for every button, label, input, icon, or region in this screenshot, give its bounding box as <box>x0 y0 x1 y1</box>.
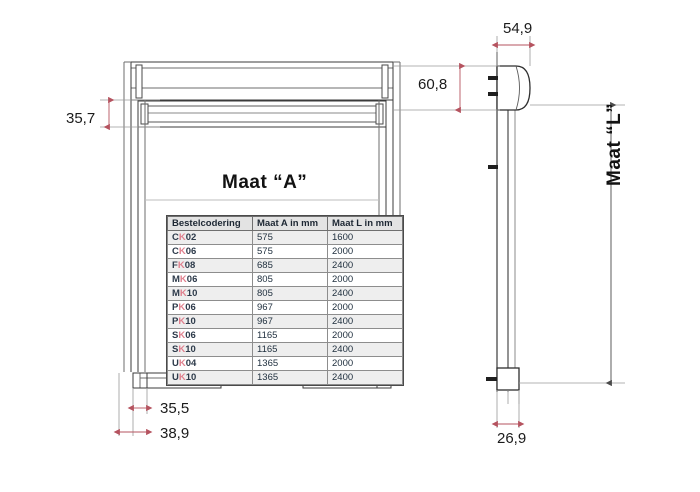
top-cassette <box>130 61 394 101</box>
dimension-label-base-outer: 38,9 <box>160 425 190 442</box>
cell-maat-l: 2000 <box>327 356 403 371</box>
cell-maat-a: 805 <box>252 272 328 287</box>
spec-table-head: Bestelcodering Maat A in mm Maat L in mm <box>167 216 403 231</box>
cell-bestelcodering: MK06 <box>167 272 253 287</box>
roller-bar <box>137 100 387 128</box>
cell-bestelcodering: FK08 <box>167 258 253 273</box>
cell-maat-a: 967 <box>252 314 328 329</box>
dimension-lines <box>100 36 625 436</box>
cell-bestelcodering: PK06 <box>167 300 253 315</box>
side-profile-view <box>486 52 531 404</box>
column-header-maat-a: Maat A in mm <box>252 216 328 231</box>
cell-maat-a: 685 <box>252 258 328 273</box>
cell-maat-a: 575 <box>252 244 328 259</box>
dimension-label-foot-depth: 26,9 <box>497 430 527 447</box>
dimension-label-height-head: 60,8 <box>418 76 448 93</box>
dimension-label-base-inner: 35,5 <box>160 400 190 417</box>
cell-maat-a: 1365 <box>252 356 328 371</box>
cell-bestelcodering: CK02 <box>167 230 253 245</box>
left-guide-column <box>123 61 146 372</box>
cell-maat-l: 2000 <box>327 244 403 259</box>
cell-maat-a: 575 <box>252 230 328 245</box>
cell-maat-l: 2000 <box>327 328 403 343</box>
dim-60-8 <box>393 62 500 114</box>
cell-bestelcodering: CK06 <box>167 244 253 259</box>
cell-maat-a: 1165 <box>252 328 328 343</box>
cell-maat-l: 2400 <box>327 258 403 273</box>
dim-54-9 <box>491 36 536 66</box>
cell-maat-l: 1600 <box>327 230 403 245</box>
table-header-row: Bestelcodering Maat A in mm Maat L in mm <box>167 216 403 231</box>
cell-maat-a: 967 <box>252 300 328 315</box>
spec-table: Bestelcodering Maat A in mm Maat L in mm… <box>167 216 403 385</box>
dim-26-9 <box>491 390 525 428</box>
label-maat-a: Maat “A” <box>222 172 308 193</box>
cell-maat-l: 2400 <box>327 286 403 301</box>
cell-maat-l: 2400 <box>327 314 403 329</box>
dimension-label-height-rail: 35,7 <box>66 110 96 127</box>
cell-bestelcodering: UK04 <box>167 356 253 371</box>
dim-35-7 <box>100 96 160 131</box>
cell-maat-l: 2000 <box>327 300 403 315</box>
dim-35-5 <box>127 388 153 436</box>
cell-bestelcodering: SK06 <box>167 328 253 343</box>
column-header-maat-l: Maat L in mm <box>327 216 403 231</box>
cell-maat-a: 1365 <box>252 370 328 385</box>
cell-bestelcodering: MK10 <box>167 286 253 301</box>
cell-maat-l: 2400 <box>327 342 403 357</box>
cell-maat-a: 805 <box>252 286 328 301</box>
cell-bestelcodering: UK10 <box>167 370 253 385</box>
dim-38-9 <box>113 373 153 436</box>
cell-maat-a: 1165 <box>252 342 328 357</box>
cell-maat-l: 2000 <box>327 272 403 287</box>
column-header-bestelcodering: Bestelcodering <box>167 216 253 231</box>
cell-bestelcodering: PK10 <box>167 314 253 329</box>
dim-maat-l <box>519 101 625 387</box>
cell-bestelcodering: SK10 <box>167 342 253 357</box>
cell-maat-l: 2400 <box>327 370 403 385</box>
dimension-label-width-profile: 54,9 <box>503 20 533 37</box>
label-maat-l: Maat “L” <box>604 102 625 186</box>
